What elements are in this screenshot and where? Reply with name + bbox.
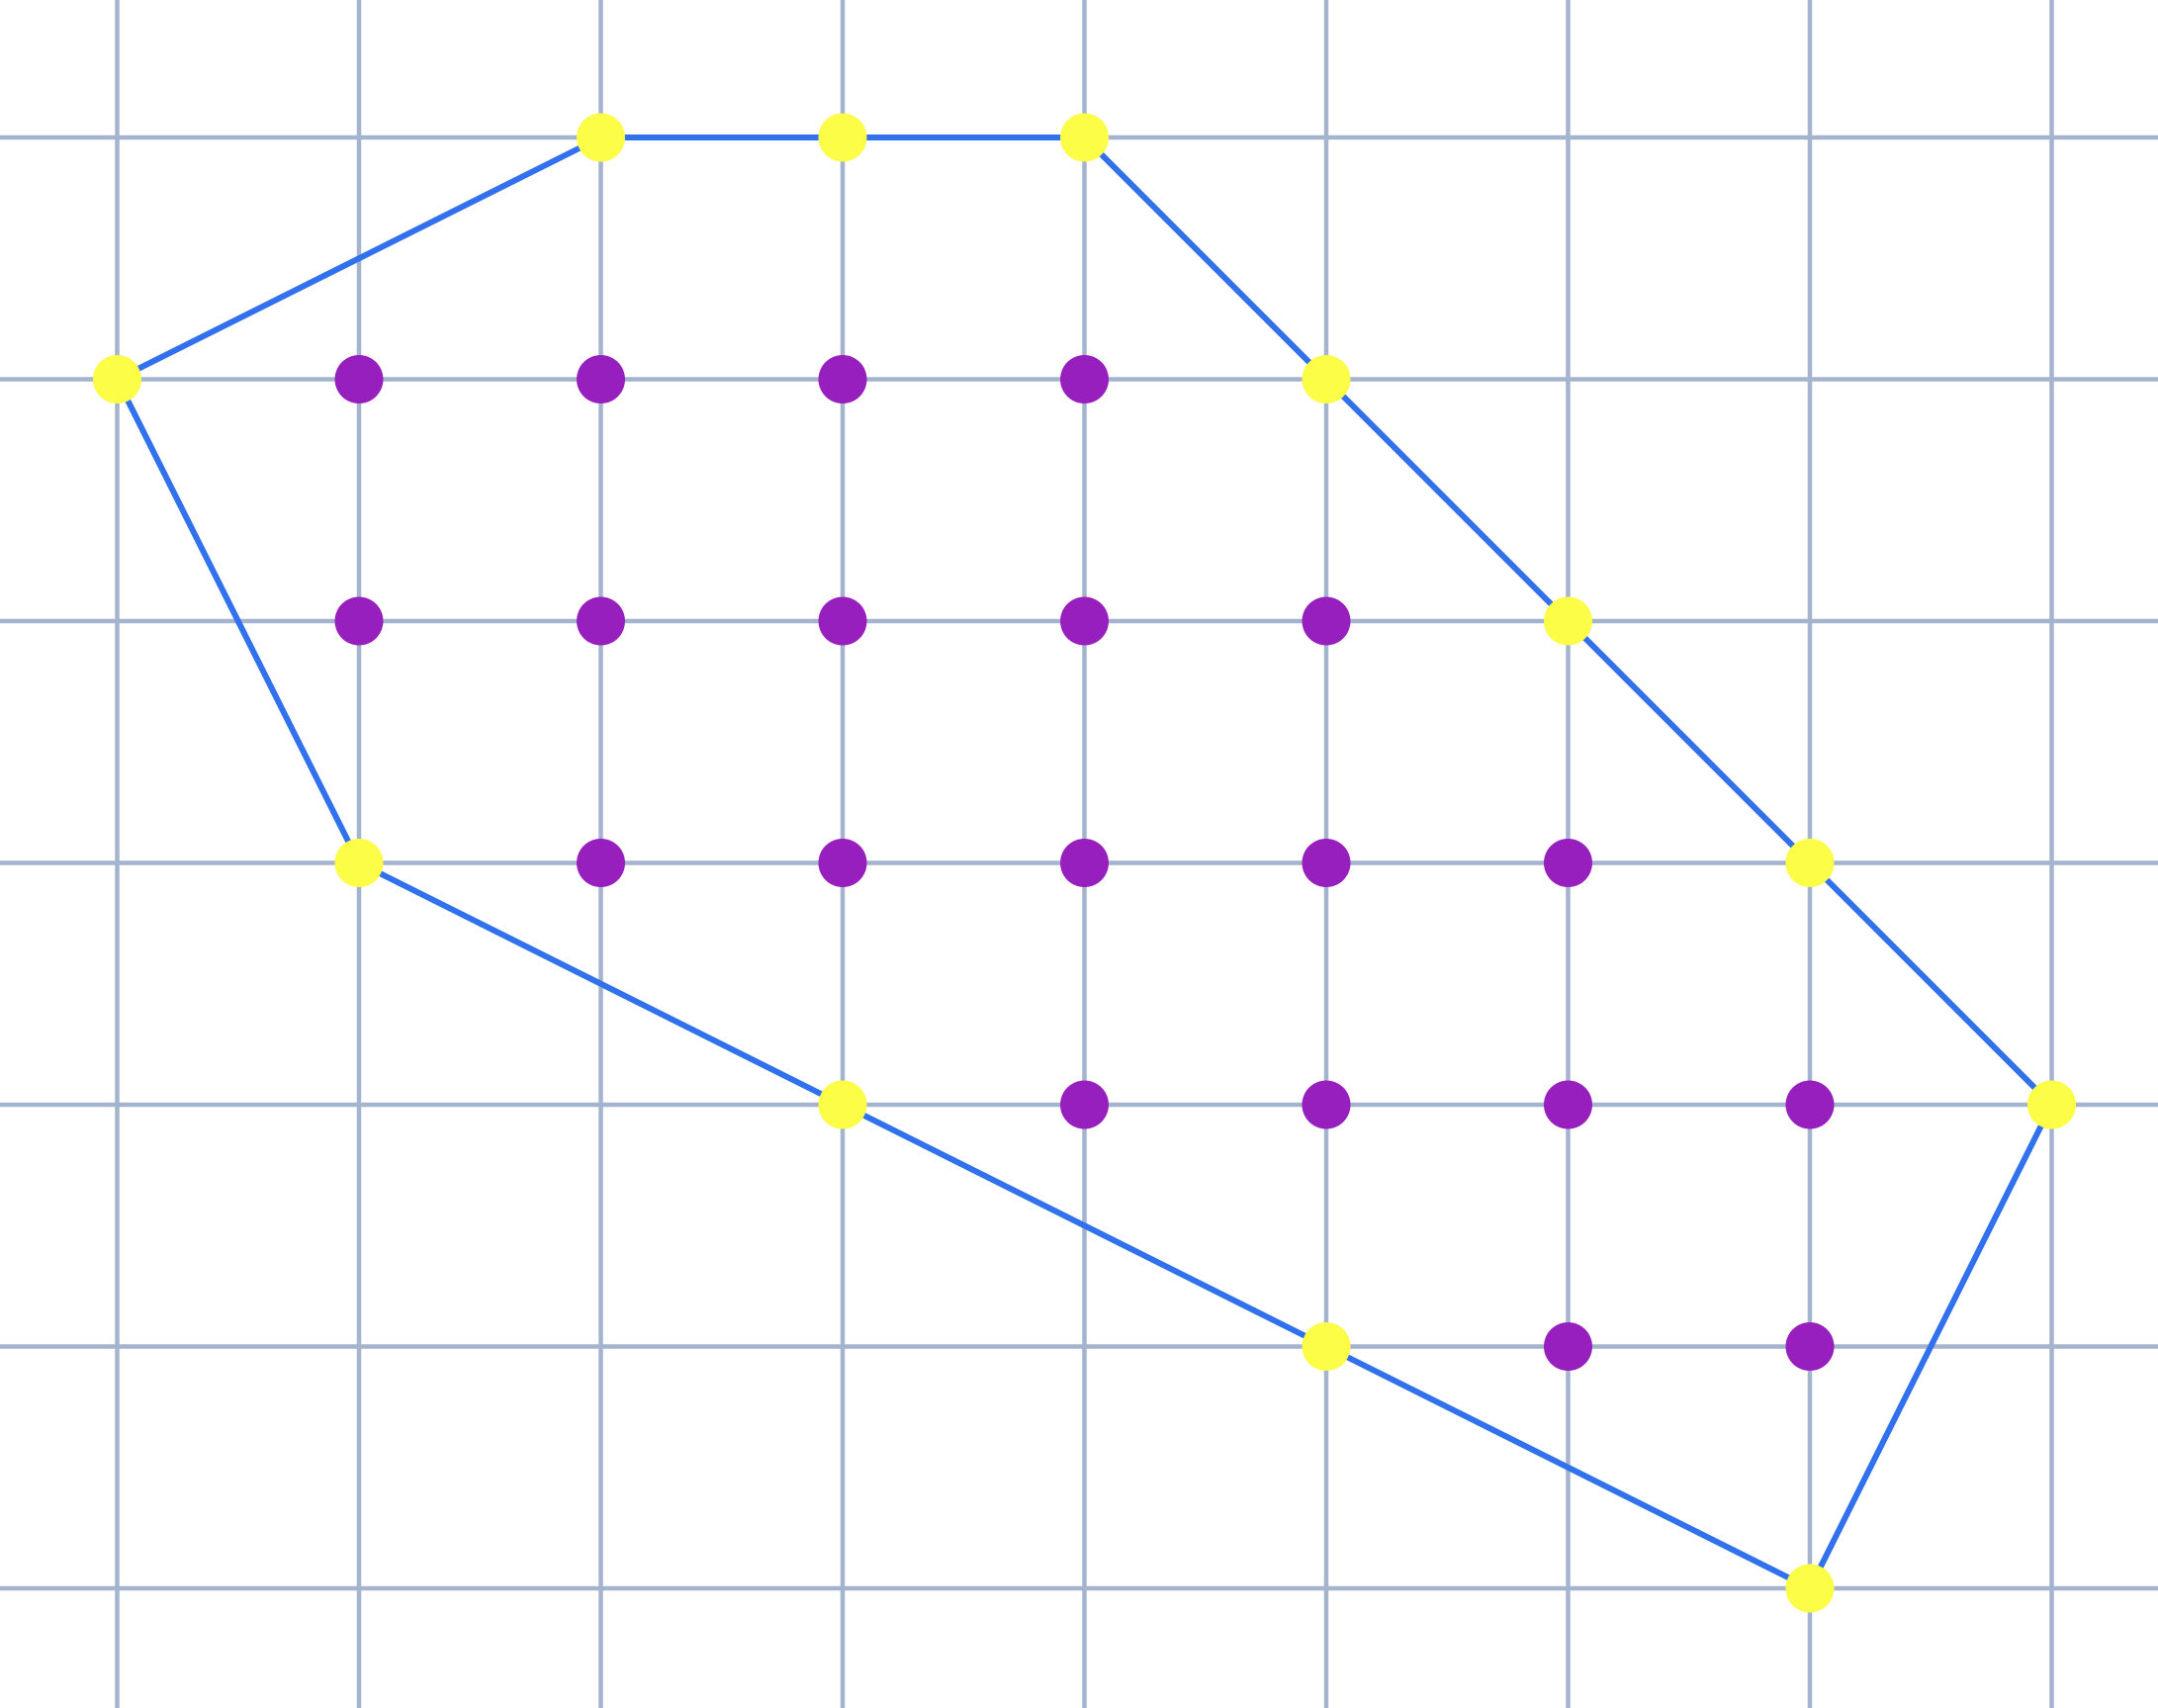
interior-point <box>1060 1080 1109 1129</box>
boundary-point <box>2027 1080 2076 1129</box>
boundary-points <box>93 113 2076 1613</box>
interior-point <box>1060 355 1109 404</box>
interior-point <box>1302 1080 1351 1129</box>
boundary-point <box>577 113 625 162</box>
interior-point <box>1544 1322 1592 1371</box>
interior-point <box>577 596 625 646</box>
boundary-point <box>818 1080 867 1129</box>
interior-point <box>1544 839 1592 887</box>
interior-point <box>1785 1322 1835 1371</box>
interior-point <box>1302 596 1351 646</box>
interior-point <box>1060 839 1109 887</box>
interior-point <box>1302 839 1351 887</box>
interior-point <box>577 839 625 887</box>
interior-point <box>818 596 867 646</box>
boundary-point <box>1785 839 1835 887</box>
boundary-point <box>1302 355 1351 404</box>
interior-point <box>577 355 625 404</box>
interior-point <box>1544 1080 1592 1129</box>
interior-point <box>818 355 867 404</box>
interior-point <box>818 839 867 887</box>
boundary-point <box>1544 596 1592 646</box>
boundary-point <box>818 113 867 162</box>
boundary-point <box>93 355 141 404</box>
interior-point <box>334 355 384 404</box>
boundary-point <box>1060 113 1109 162</box>
interior-points <box>334 355 1835 1371</box>
interior-point <box>1060 596 1109 646</box>
interior-point <box>334 596 384 646</box>
boundary-point <box>1785 1564 1835 1613</box>
boundary-point <box>334 839 384 887</box>
interior-point <box>1785 1080 1835 1129</box>
boundary-point <box>1302 1322 1351 1371</box>
